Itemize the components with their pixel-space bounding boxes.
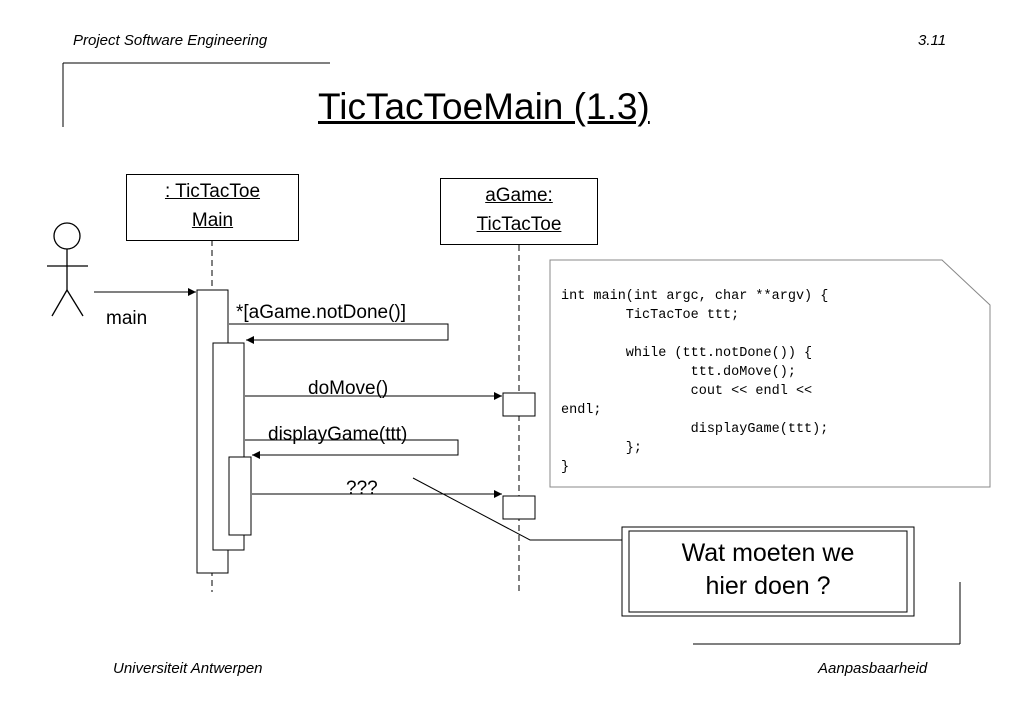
code-line: displayGame(ttt); [561, 422, 829, 437]
course-title: Project Software Engineering [73, 32, 268, 49]
question-note-line2: hier doen ? [705, 572, 831, 600]
code-line: TicTacToe ttt; [561, 308, 740, 323]
code-line: while (ttt.notDone()) { [561, 346, 813, 361]
message-display-label: displayGame(ttt) [268, 424, 408, 445]
object-main-line1: : TicTacToe [164, 181, 261, 202]
code-line: }; [561, 441, 643, 456]
arrow-display [245, 439, 459, 459]
activation-unknown [502, 495, 536, 520]
code-line [561, 325, 828, 344]
message-loop-label: *[aGame.notDone()] [236, 302, 407, 323]
code-note: int main(int argc, char **argv) { TicTac… [561, 287, 828, 477]
arrow-loop [229, 323, 449, 344]
slide-number: 3.11 [918, 32, 947, 49]
slide-title: TicTacToeMain (1.3) [318, 86, 650, 127]
code-line: ttt.doMove(); [561, 365, 796, 380]
object-game-line2: TicTacToe [476, 214, 562, 235]
object-agame: aGame: TicTacToe [440, 178, 598, 245]
frame-top-left [62, 62, 330, 127]
message-domove-label: doMove() [308, 378, 389, 399]
message-main-label: main [106, 308, 148, 329]
activation-display [228, 456, 252, 536]
code-line: endl; [561, 403, 602, 418]
code-line: cout << endl << [561, 384, 813, 399]
note-connector [412, 477, 622, 541]
object-tictactoe-main: : TicTacToe Main [126, 174, 299, 241]
code-note-shape [549, 259, 991, 488]
message-unknown-label: ??? [346, 478, 378, 499]
question-note-inner [628, 530, 908, 613]
question-note-outer [621, 526, 915, 617]
object-game-line1: aGame: [485, 185, 553, 206]
code-line: int main(int argc, char **argv) { [561, 289, 829, 304]
footer-topic: Aanpasbaarheid [818, 660, 928, 677]
object-main-line2: Main [191, 210, 234, 231]
question-note-line1: Wat moeten we [681, 539, 855, 567]
actor-figure [47, 222, 88, 317]
code-line: } [561, 460, 570, 475]
question-note: Wat moeten we hier doen ? [629, 537, 907, 603]
frame-bottom-right [693, 582, 961, 645]
footer-university: Universiteit Antwerpen [113, 660, 263, 677]
activation-domove [502, 392, 536, 417]
